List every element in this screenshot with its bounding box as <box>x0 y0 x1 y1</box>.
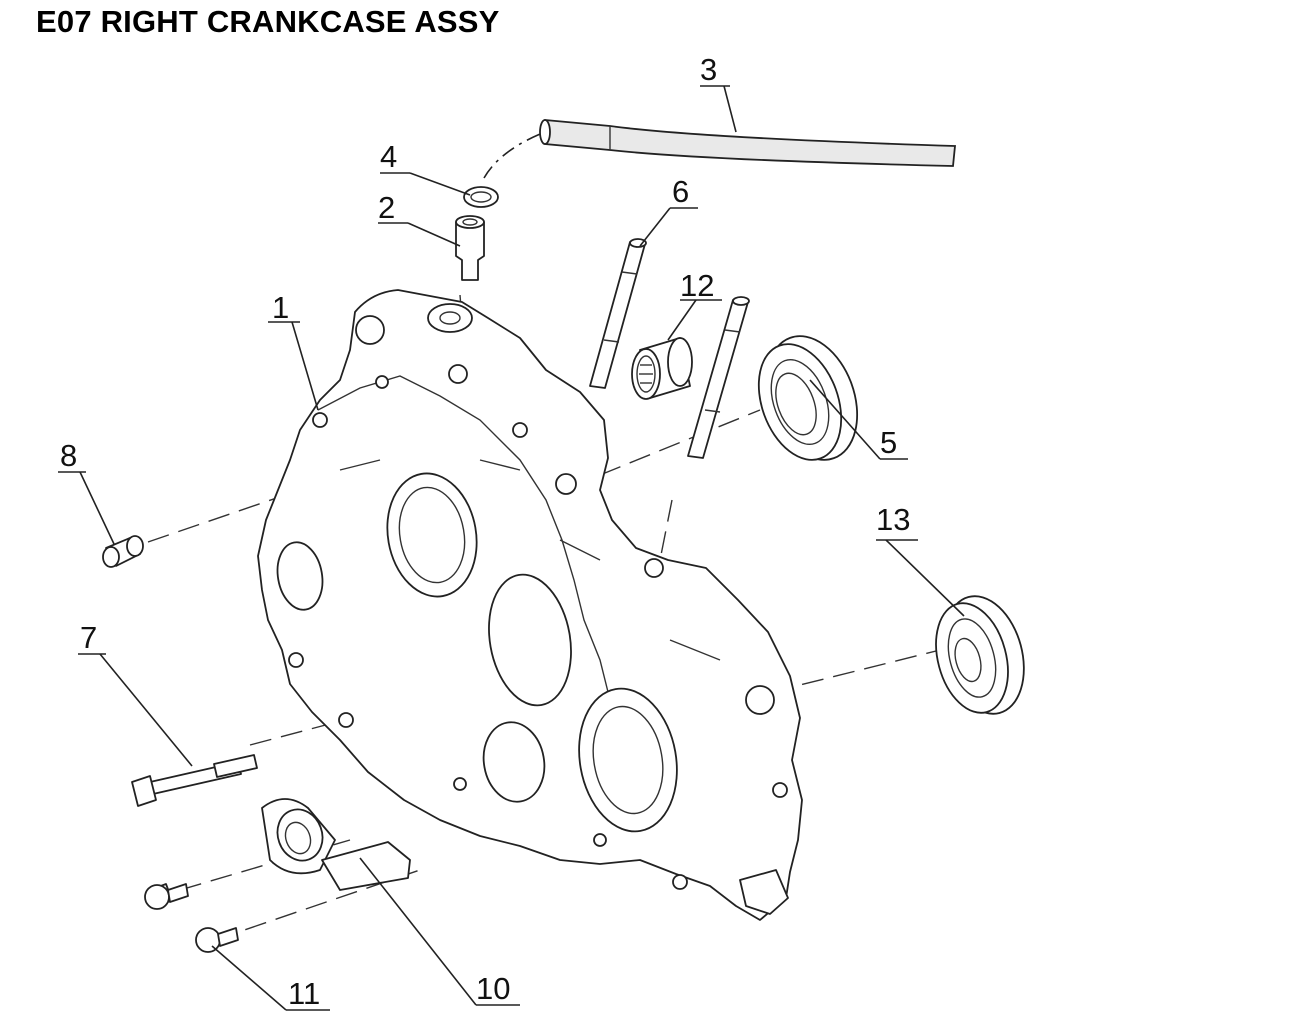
large-bearing-part <box>757 335 859 461</box>
flange-bolt-part-2 <box>195 927 239 953</box>
callout-number-1: 1 <box>272 290 289 325</box>
needle-bearing-part <box>631 337 693 400</box>
fitting-part <box>455 215 485 281</box>
callout-11: 11 <box>211 945 330 1011</box>
long-pin-part-2 <box>687 296 750 459</box>
callout-number-12: 12 <box>680 268 714 303</box>
crankcase-part <box>257 289 803 921</box>
callout-2: 2 <box>378 190 461 247</box>
callout-12: 12 <box>667 268 722 341</box>
callout-10: 10 <box>359 857 520 1006</box>
callout-5: 5 <box>809 379 908 460</box>
callout-number-6: 6 <box>672 174 689 209</box>
callout-7: 7 <box>78 620 193 767</box>
dowel-part <box>102 535 144 568</box>
callout-number-8: 8 <box>60 438 77 473</box>
flange-bolt-part <box>144 883 189 910</box>
long-pin-part <box>589 238 647 389</box>
o-ring-part <box>463 186 499 208</box>
page-title: E07 RIGHT CRANKCASE ASSY <box>36 4 500 39</box>
callout-4: 4 <box>380 139 471 196</box>
callout-number-13: 13 <box>876 502 910 537</box>
callout-6: 6 <box>639 174 698 247</box>
callout-number-3: 3 <box>700 52 717 87</box>
callout-number-4: 4 <box>380 139 397 174</box>
oil-hose-part <box>539 119 956 167</box>
callout-1: 1 <box>268 290 319 411</box>
callout-3: 3 <box>700 52 737 133</box>
callout-number-7: 7 <box>80 620 97 655</box>
callout-number-5: 5 <box>880 425 897 460</box>
callout-13: 13 <box>876 502 965 617</box>
callout-8: 8 <box>58 438 115 545</box>
bolt-part <box>131 754 258 807</box>
small-bearing-part <box>935 595 1025 715</box>
callout-number-10: 10 <box>476 971 510 1006</box>
callout-number-11: 11 <box>288 976 320 1011</box>
callout-number-2: 2 <box>378 190 395 225</box>
